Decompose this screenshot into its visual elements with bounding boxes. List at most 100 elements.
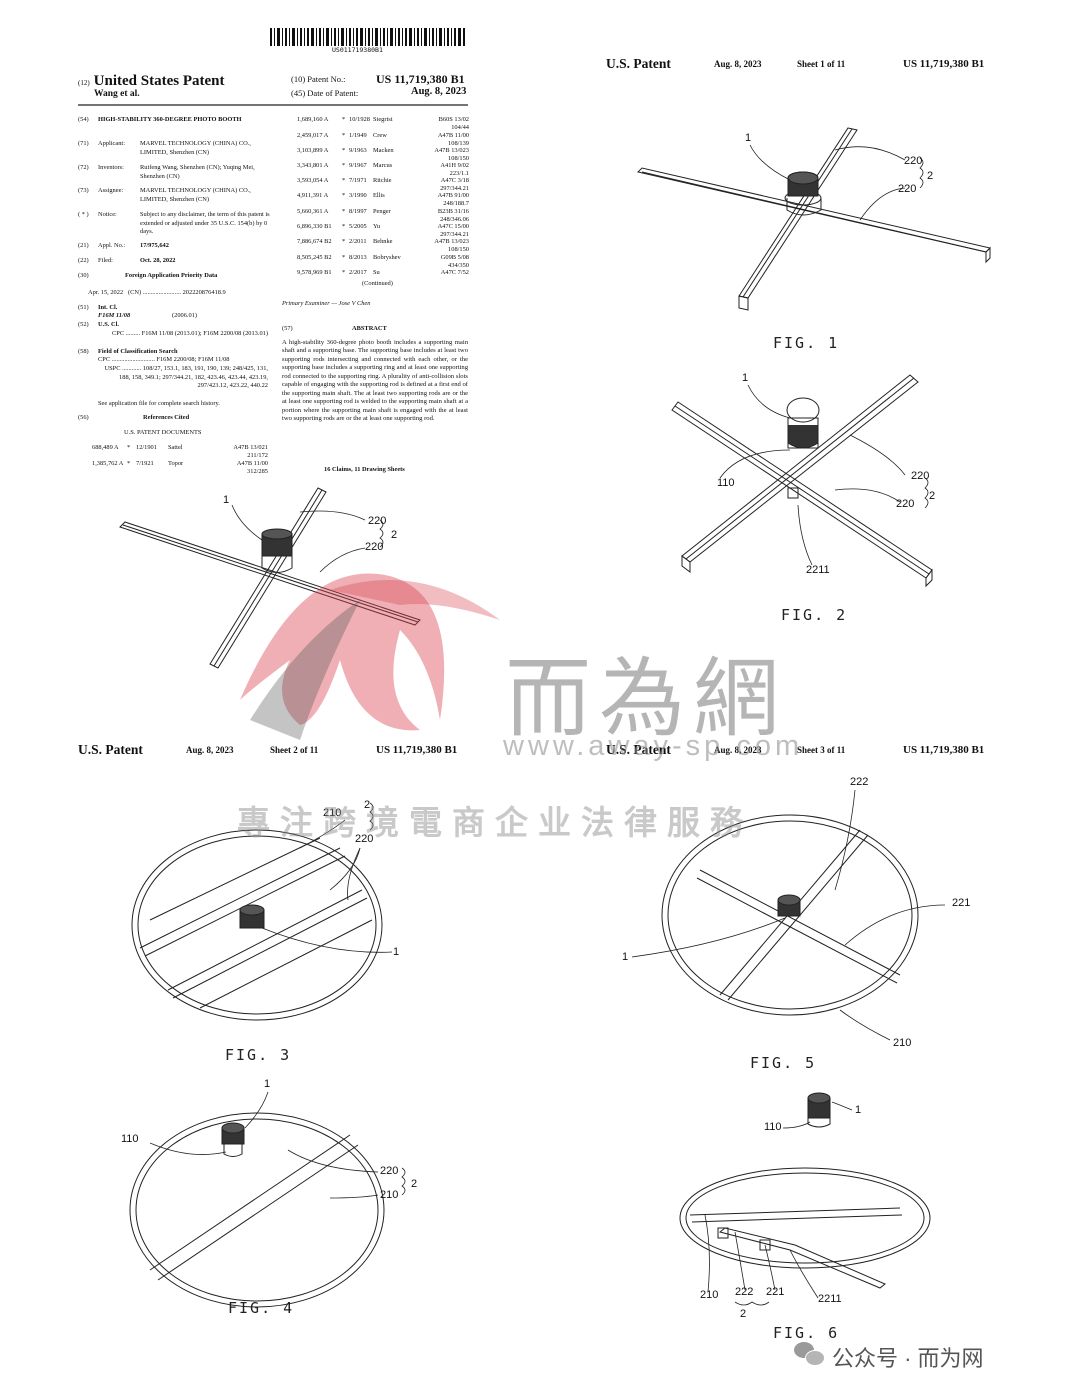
search-label: Field of Classification Search — [98, 348, 178, 355]
fig6-ref-110: 110 — [764, 1121, 782, 1133]
fig6-drawing — [679, 1092, 931, 1289]
intcl-date: (2006.01) — [172, 312, 198, 319]
ref-cls2: 211/172 — [247, 452, 268, 459]
watermark-title: 而為網 — [505, 651, 787, 747]
ref-no: 4,911,391 A — [297, 192, 329, 199]
field-appl-no-num: (21) — [78, 242, 89, 249]
sheet3-label: U.S. Patent — [606, 742, 671, 757]
ref-no: 688,489 A — [92, 444, 119, 451]
fig2-ref-110: 110 — [717, 477, 735, 489]
field-notice: ( * ) Notice: Subject to any disclaimer,… — [78, 211, 278, 237]
ref-star: * — [342, 132, 346, 139]
ref-star: * — [342, 177, 346, 184]
field-title-num: (54) — [78, 116, 89, 123]
field-applicant-value: MARVEL TECHNOLOGY (CHINA) CO., LIMITED, … — [140, 140, 251, 156]
field-appl-no-value: 17/975,642 — [140, 242, 169, 249]
ref-date: 8/1997 — [349, 208, 367, 215]
fig3-label: FIG. 3 — [225, 1046, 292, 1064]
fig2-ref-1: 1 — [742, 372, 749, 384]
fig4-leaders — [149, 1091, 406, 1199]
field-inventors: (72) Inventors: Ruifeng Wang, Shenzhen (… — [78, 164, 278, 182]
ref-date: 10/1928 — [349, 116, 370, 123]
fig6-ref-2211: 2211 — [818, 1293, 842, 1305]
priority-num: (30) — [78, 272, 89, 279]
abstract-title: ABSTRACT — [352, 325, 387, 332]
fig6-ref-210: 210 — [700, 1289, 719, 1301]
claims-summary: 16 Claims, 11 Drawing Sheets — [324, 466, 405, 473]
ref-name: Ritchie — [373, 177, 392, 184]
front-cross-drawing — [119, 487, 421, 669]
sheet2-label: U.S. Patent — [78, 742, 143, 757]
front-ref-220b: 220 — [365, 541, 384, 553]
fig2-leaders — [719, 384, 929, 566]
ref-star: * — [342, 208, 346, 215]
ref-cls: A47B 13/023 — [434, 147, 469, 154]
fig3-ref-210: 210 — [323, 807, 342, 819]
front-ref-2: 2 — [391, 529, 398, 541]
fig3-drawing — [131, 829, 383, 1021]
fig1-label: FIG. 1 — [773, 334, 840, 352]
ref-star: * — [342, 269, 346, 276]
sheet3-number: Sheet 3 of 11 — [797, 745, 846, 755]
refs-label: References Cited — [143, 414, 190, 421]
ref-star: * — [342, 147, 346, 154]
ref-no: 6,896,330 B1 — [297, 223, 332, 230]
field-notice-num: ( * ) — [78, 211, 89, 218]
ref-cls2: 248/346.06 — [440, 216, 469, 223]
fig2-ref-2: 2 — [929, 490, 936, 502]
priority-title: Foreign Application Priority Data — [125, 272, 218, 279]
fig4-ref-210: 210 — [380, 1189, 399, 1201]
fig6-label: FIG. 6 — [773, 1324, 840, 1342]
field-filed-value: Oct. 28, 2022 — [140, 257, 176, 264]
patent-heading: (12) United States Patent — [78, 72, 225, 90]
ref-cls: A41H 9/02 — [440, 162, 469, 169]
abstract-num: (57) — [282, 325, 293, 332]
ref-star: * — [127, 444, 131, 451]
fig1-ref-2: 2 — [927, 170, 934, 182]
ref-cls: B60S 13/02 — [438, 116, 469, 123]
ref-date: 9/1963 — [349, 147, 367, 154]
ref-no: 9,578,969 B1 — [297, 269, 332, 276]
ref-no: 1,689,160 A — [297, 116, 329, 123]
ref-name: Marcus — [373, 162, 393, 169]
ref-star: * — [342, 254, 346, 261]
fig5-ref-1: 1 — [622, 951, 629, 963]
abstract-text: A high-stability 360-degree photo booth … — [282, 339, 468, 423]
ref-cls: A47B 13/021 — [233, 444, 268, 451]
field-applicant-label: Applicant: — [98, 140, 125, 147]
patent-no-label: (10) Patent No.: — [291, 74, 346, 84]
ref-date: 2/2011 — [349, 238, 367, 245]
left-ref-row: 1,385,762 A * 7/1921 Topor A47B 11/00 31… — [92, 460, 268, 475]
ref-name: Macken — [373, 147, 394, 154]
ref-name: Yu — [373, 223, 381, 230]
sheet1-patent-no: US 11,719,380 B1 — [903, 58, 985, 70]
ref-cls: A47B 91/00 — [437, 192, 469, 199]
field-assignee-value: MARVEL TECHNOLOGY (CHINA) CO., LIMITED, … — [140, 187, 251, 203]
ref-star: * — [127, 460, 131, 467]
barcode-number: US011719380B1 — [332, 46, 383, 54]
search-num: (58) — [78, 348, 89, 355]
refs-sub: U.S. PATENT DOCUMENTS — [124, 429, 202, 436]
search-uspc: USPC ............ 108/27, 153.1, 183, 19… — [104, 365, 268, 390]
fig1-ref-220b: 220 — [898, 183, 917, 195]
field-inventors-num: (72) — [78, 164, 89, 171]
fig2-ref-2211: 2211 — [806, 564, 830, 576]
sheet2-patent-no: US 11,719,380 B1 — [376, 744, 458, 756]
fig4-label: FIG. 4 — [228, 1299, 295, 1317]
fig6-ref-221: 221 — [766, 1286, 785, 1298]
ref-name: Penger — [373, 208, 391, 215]
uscl-label: U.S. Cl. — [98, 321, 119, 328]
patent-number: US 11,719,380 B1 — [376, 72, 465, 86]
fig1-ref-220a: 220 — [904, 155, 923, 167]
primary-examiner: Primary Examiner — Jose V Chen — [282, 300, 371, 307]
fig2-ref-220a: 220 — [911, 470, 930, 482]
fig4-ref-110: 110 — [121, 1133, 139, 1145]
field-filed-label: Filed: — [98, 257, 113, 264]
ref-cls: A47B 11/00 — [437, 132, 469, 139]
sheet3-date: Aug. 8, 2023 — [714, 745, 762, 755]
